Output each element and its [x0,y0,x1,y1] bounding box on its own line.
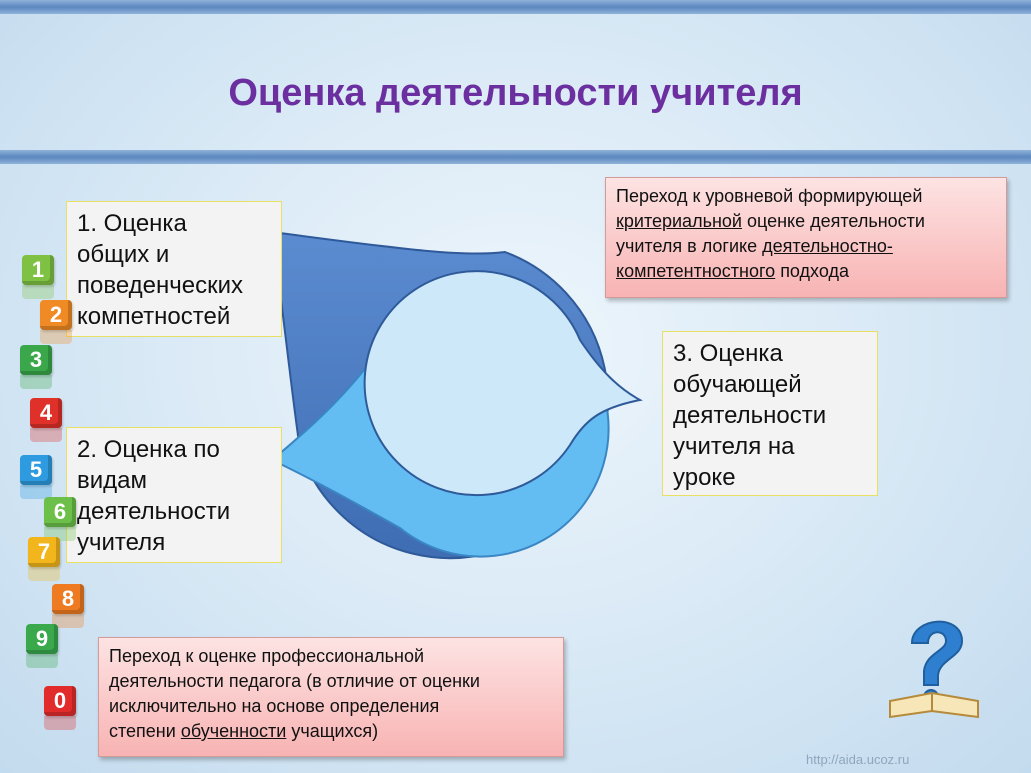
box-3-label: 3. Оценка обучающей деятельности учителя… [673,340,827,491]
top-band [0,0,1031,14]
inner-drop-shape [363,270,643,497]
note-bottom-line3: исключительно на основе определения [109,696,440,716]
cube-1-icon: 1 [22,255,54,299]
note-top-line1: Переход к уровневой формирующей [616,186,923,206]
note-top-line2: критериальной оценке деятельности [616,211,925,231]
box-activity-types: 2. Оценка по видам деятельности учителя [66,427,282,563]
box-general-competencies: 1. Оценка общих и поведенческих компетно… [66,201,282,337]
note-bottom-line4: степени обученности учащихся) [109,721,379,741]
box-teaching-activity: 3. Оценка обучающей деятельности учителя… [662,331,878,496]
cube-5-icon: 5 [20,455,52,499]
slide-title: Оценка деятельности учителя [228,72,803,114]
cube-9-icon: 9 [26,624,58,668]
note-top-right: Переход к уровневой формирующей критериа… [605,177,1007,298]
note-bottom-line2: деятельности педагога (в отличие от оцен… [109,671,480,691]
title-divider-band [0,150,1031,164]
note-bottom-line1: Переход к оценке профессиональной [109,646,425,666]
cube-7-icon: 7 [28,537,60,581]
note-bottom: Переход к оценке профессиональной деятел… [98,637,564,757]
question-book-icon [889,620,979,719]
cube-2-icon: 2 [40,300,72,344]
cube-8-icon: 8 [52,584,84,628]
note-top-line4: компетентностного подхода [616,261,849,281]
source-url: http://aida.ucoz.ru [806,752,910,767]
cube-0-icon: 0 [44,686,76,730]
box-2-label: 2. Оценка по видам деятельности учителя [77,436,231,556]
cube-3-icon: 3 [20,345,52,389]
cube-4-icon: 4 [30,398,62,442]
box-1-label: 1. Оценка общих и поведенческих компетно… [77,210,244,330]
cube-6-icon: 6 [44,497,76,541]
note-top-line3: учителя в логике деятельностно- [616,236,893,256]
